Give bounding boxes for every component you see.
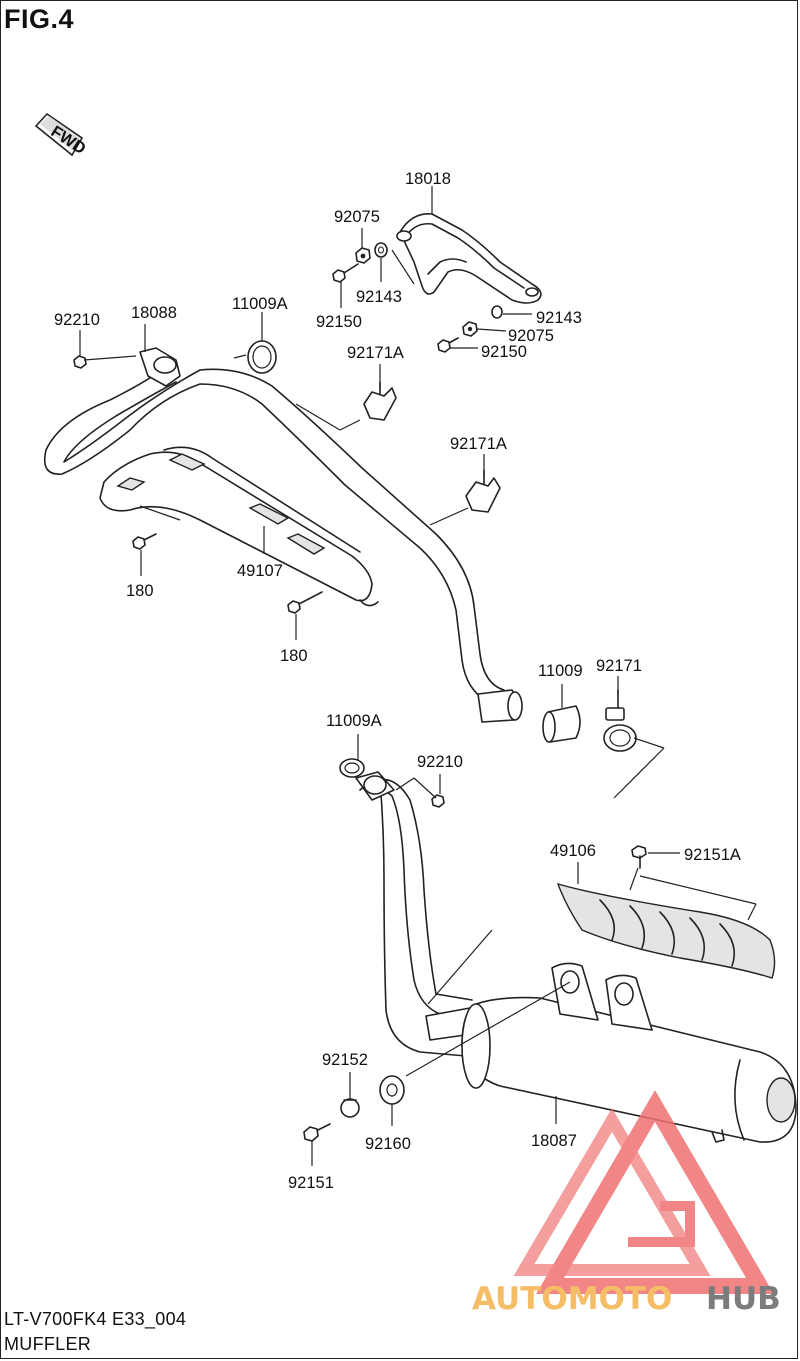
watermark-prefix: AUTOMOTO — [472, 1281, 672, 1317]
callout-11009A-a: 11009A — [232, 295, 288, 313]
callout-92151: 92151 — [288, 1174, 334, 1192]
callout-92151A: 92151A — [684, 846, 741, 864]
bracket-92171A-b — [465, 469, 501, 513]
callout-92150-a: 92150 — [316, 313, 362, 331]
model-code: LT-V700FK4 E33_004 — [4, 1309, 187, 1329]
callout-92150-b: 92150 — [481, 343, 527, 361]
gasket-11009A-a — [247, 340, 277, 374]
callout-92171A-b: 92171A — [450, 435, 507, 453]
collar-92152 — [340, 1098, 360, 1118]
clamp-92171 — [603, 689, 637, 752]
watermark-suffix: HUB — [706, 1281, 781, 1317]
automotohub-watermark: AUTOMOTO HUB — [472, 1090, 781, 1317]
callout-92160: 92160 — [365, 1135, 411, 1153]
muffler-18087 — [461, 962, 797, 1143]
callout-18018: 18018 — [405, 170, 451, 188]
callout-180-a: 180 — [126, 582, 154, 600]
fwd-direction-marker: FWD — [34, 112, 89, 158]
nut-92075-b — [462, 321, 478, 337]
bolt-180-b — [287, 591, 323, 614]
callout-92143-a: 92143 — [356, 288, 402, 306]
figure-title: FIG.4 — [4, 4, 75, 34]
front-heat-protector-49107 — [99, 446, 379, 607]
callout-92143-b: 92143 — [536, 309, 582, 327]
bolt-92150-a — [332, 263, 359, 283]
forward-arrow-icon — [34, 112, 84, 157]
rear-heat-protector-49106 — [556, 882, 776, 979]
nut-92075-a — [355, 247, 371, 264]
rear-exhaust-pipe — [355, 771, 473, 1057]
callout-49106: 49106 — [550, 842, 596, 860]
automotohub-logo-icon — [513, 1090, 774, 1294]
callout-11009A-b: 11009A — [326, 712, 382, 730]
washer-92143-b — [491, 305, 503, 319]
callout-92210-a: 92210 — [54, 311, 100, 329]
section-name: MUFFLER — [4, 1334, 92, 1354]
callout-92152: 92152 — [322, 1051, 368, 1069]
bolt-180-a — [132, 533, 157, 550]
washer-92143-a — [374, 242, 388, 258]
nut-92210-a — [73, 355, 87, 369]
grommet-92160 — [379, 1075, 405, 1105]
callout-11009: 11009 — [538, 662, 583, 680]
callout-18087: 18087 — [531, 1132, 577, 1150]
callout-180-b: 180 — [280, 647, 308, 665]
gasket-11009 — [542, 705, 581, 743]
front-exhaust-pipe-18088 — [43, 347, 523, 723]
gasket-11009A-b — [339, 758, 365, 778]
heat-guard-bracket-18018 — [396, 213, 542, 304]
bolt-92150-b — [437, 337, 459, 353]
callout-18088: 18088 — [131, 304, 177, 322]
screw-92151A — [631, 845, 647, 869]
callout-92210-b: 92210 — [417, 753, 463, 771]
bolt-92151 — [303, 1123, 331, 1142]
nut-92210-b — [431, 794, 445, 808]
callout-92171: 92171 — [596, 657, 642, 675]
callout-92075-b: 92075 — [508, 327, 554, 345]
callout-92075-a: 92075 — [334, 208, 380, 226]
callout-92171A-a: 92171A — [347, 344, 404, 362]
callout-49107: 49107 — [237, 562, 283, 580]
